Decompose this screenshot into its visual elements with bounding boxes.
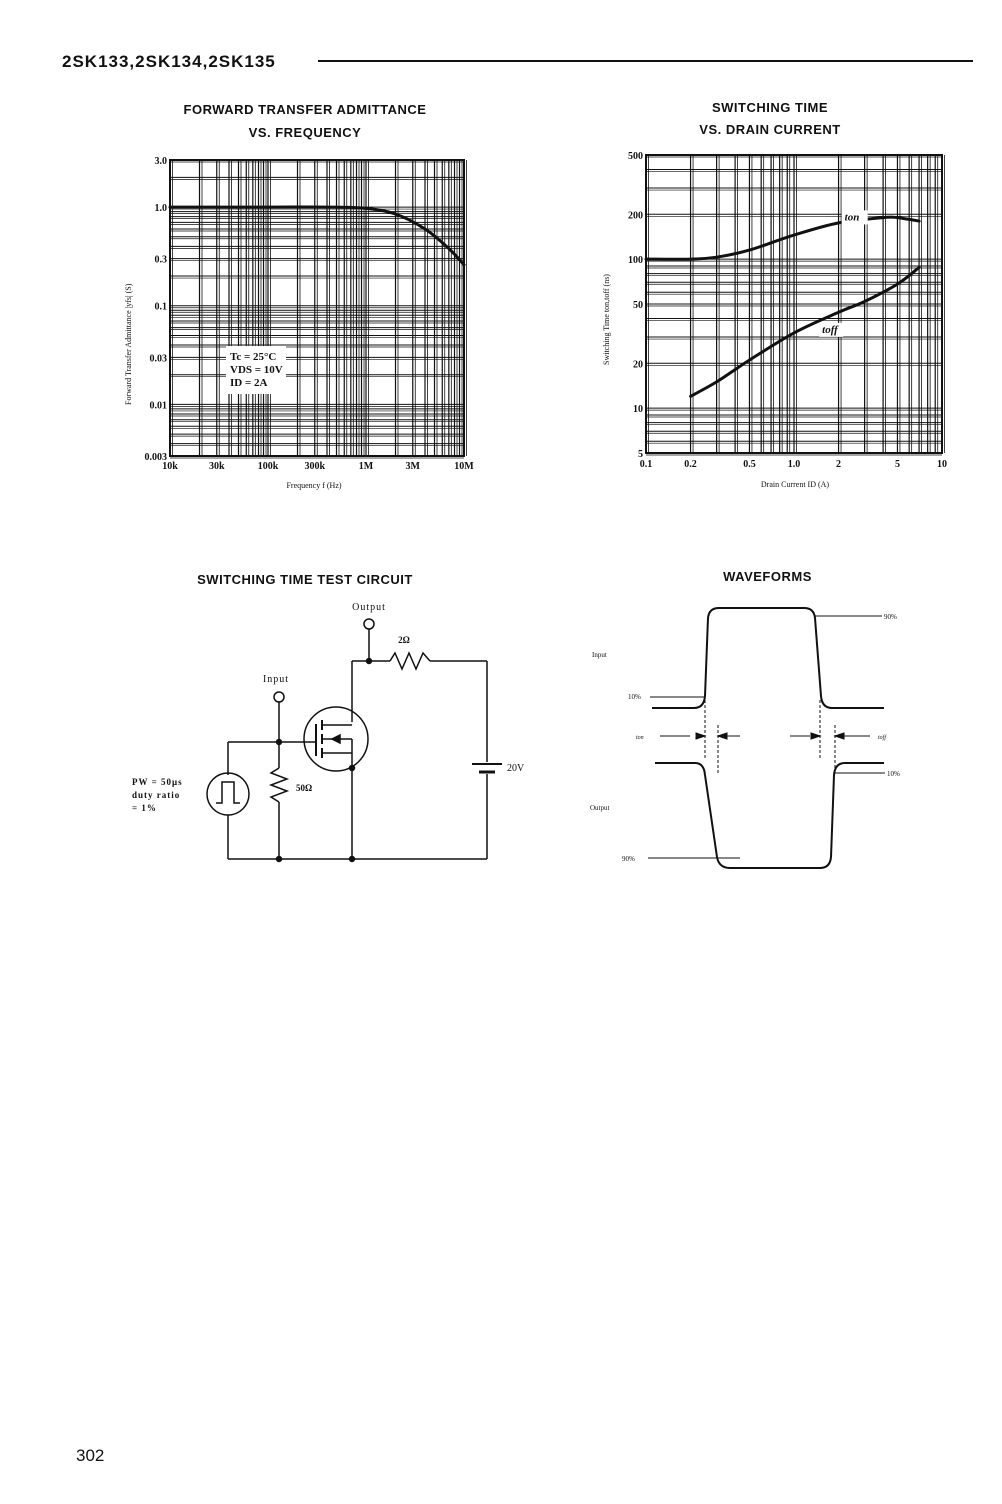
chart2-series-labels: ton toff: [819, 210, 868, 337]
chart1-condition-vds: VDS = 10V: [230, 364, 283, 376]
x-tick-label: 3M: [406, 461, 421, 472]
x-tick-label: 10M: [454, 461, 474, 472]
circuit-r-load-label: 2Ω: [398, 635, 410, 645]
page-number: 302: [76, 1446, 105, 1465]
y-tick-label: 5: [638, 449, 643, 460]
waveform-input-label: Input: [592, 651, 607, 659]
x-tick-label: 10k: [162, 461, 178, 472]
output-90-label: 90%: [622, 855, 635, 863]
y-tick-label: 0.1: [155, 302, 168, 313]
test-circuit: [206, 618, 502, 863]
chart2-series: [644, 215, 921, 398]
y-tick-label: 3.0: [155, 156, 168, 167]
input-90-label: 90%: [884, 613, 897, 621]
pulse-generator: [206, 772, 250, 816]
input-terminal: [273, 691, 285, 703]
chart2-grid: [645, 154, 945, 456]
mosfet-arrow: [330, 733, 341, 745]
x-tick-label: 0.2: [684, 459, 697, 470]
waveforms-title: WAVEFORMS: [723, 569, 812, 584]
x-tick-label: 10: [937, 459, 947, 470]
series-label-bg: [841, 210, 868, 225]
circuit-r-in-label: 50Ω: [296, 783, 312, 793]
pulse-width-note: PW = 50μs: [132, 777, 183, 787]
y-tick-label: 0.03: [150, 353, 168, 364]
x-tick-label: 5: [895, 459, 900, 470]
ton-label: ton: [636, 735, 644, 741]
chart1-plot: 10k 30k 100k 300k 1M 3M 10M 3.0 1.0 0.3 0.1 0.03 0.0…: [124, 156, 474, 490]
y-tick-label: 1.0: [155, 203, 168, 214]
chart2-title-line1: SWITCHING TIME: [711, 100, 829, 115]
waveform-markers: [648, 615, 885, 859]
series-line-ton: [644, 215, 921, 261]
toff-label: toff: [878, 734, 887, 741]
junction-dot: [275, 855, 283, 863]
load-resistor: [389, 651, 431, 671]
input-resistor: [268, 767, 290, 803]
series-line-toff: [689, 265, 921, 398]
series-line-s0: [168, 205, 466, 267]
junction-dot: [348, 764, 356, 772]
chart1-tick-labels: 10k 30k 100k 300k 1M 3M 10M 3.0 1.0 0.3 0.1 0.03 0.0…: [145, 156, 475, 472]
chart1-frame: [169, 159, 465, 457]
x-tick-label: 100k: [258, 461, 279, 472]
circuit-supply-label: 20V: [507, 763, 525, 774]
chart1-conditions-box: [226, 346, 286, 394]
y-tick-label: 500: [628, 151, 643, 162]
chart1-condition-tc: Tc = 25°C: [230, 351, 276, 363]
x-tick-label: 1.0: [788, 459, 801, 470]
chart1-series: [168, 205, 466, 267]
circuit-title: SWITCHING TIME TEST CIRCUIT: [197, 572, 413, 587]
input-10-label: 10%: [628, 693, 641, 701]
chart1-condition-id: ID = 2A: [230, 377, 267, 389]
x-tick-label: 2: [836, 459, 841, 470]
waveform-output-label: Output: [590, 804, 610, 812]
header-rule: [318, 60, 973, 62]
chart1-title-line1: FORWARD TRANSFER ADMITTANCE: [183, 102, 427, 117]
chart2-frame: [645, 154, 943, 454]
y-tick-label: 50: [633, 300, 643, 311]
junction-dot: [365, 657, 373, 665]
chart1-ylabel: Forward Transfer Admittance |yfs| (S): [124, 283, 133, 405]
y-tick-label: 0.003: [145, 452, 168, 463]
pulse-symbol: [216, 781, 240, 804]
waveforms-diagram: [652, 607, 884, 869]
output-terminal: [363, 618, 375, 630]
duty-ratio-note: duty ratio: [132, 790, 180, 800]
chart1-grid: [169, 159, 467, 459]
chart1-title-line2: VS. FREQUENCY: [248, 125, 362, 140]
y-tick-label: 20: [633, 359, 643, 370]
chart2-title-line2: VS. DRAIN CURRENT: [699, 122, 841, 137]
chart2-plot: 0.1 0.2 0.5 1.0 2 5 10 500 200 100 50 20 10 5 ton toff…: [602, 151, 947, 489]
input-waveform: [652, 607, 884, 709]
series-label-ton: ton: [845, 211, 860, 223]
circuit-output-label: Output: [352, 602, 386, 613]
y-tick-label: 10: [633, 404, 643, 415]
y-tick-label: 0.3: [155, 255, 168, 266]
x-tick-label: 30k: [209, 461, 225, 472]
chart2-ylabel: Switching Time ton,toff (ns): [602, 274, 611, 365]
junction-dot: [275, 738, 283, 746]
document-header: 2SK133,2SK134,2SK135: [62, 52, 276, 71]
duty-ratio-value: = 1%: [132, 803, 157, 813]
chart2-xlabel: Drain Current ID (A): [761, 480, 830, 489]
series-label-toff: toff: [822, 324, 839, 336]
y-tick-label: 100: [628, 255, 643, 266]
series-label-bg: [819, 322, 844, 337]
x-tick-label: 0.1: [640, 459, 653, 470]
x-tick-label: 0.5: [743, 459, 756, 470]
mosfet-symbol: [303, 706, 369, 772]
output-10-label: 10%: [887, 770, 900, 778]
y-tick-label: 200: [628, 210, 643, 221]
circuit-input-label: Input: [263, 674, 289, 685]
junction-dot: [348, 855, 356, 863]
output-waveform: [655, 762, 884, 869]
chart2-tick-labels: 0.1 0.2 0.5 1.0 2 5 10 500 200 100 50 20 10 5: [628, 151, 947, 470]
chart1-xlabel: Frequency f (Hz): [286, 481, 341, 490]
x-tick-label: 1M: [359, 461, 374, 472]
x-tick-label: 300k: [304, 461, 325, 472]
y-tick-label: 0.01: [150, 400, 168, 411]
